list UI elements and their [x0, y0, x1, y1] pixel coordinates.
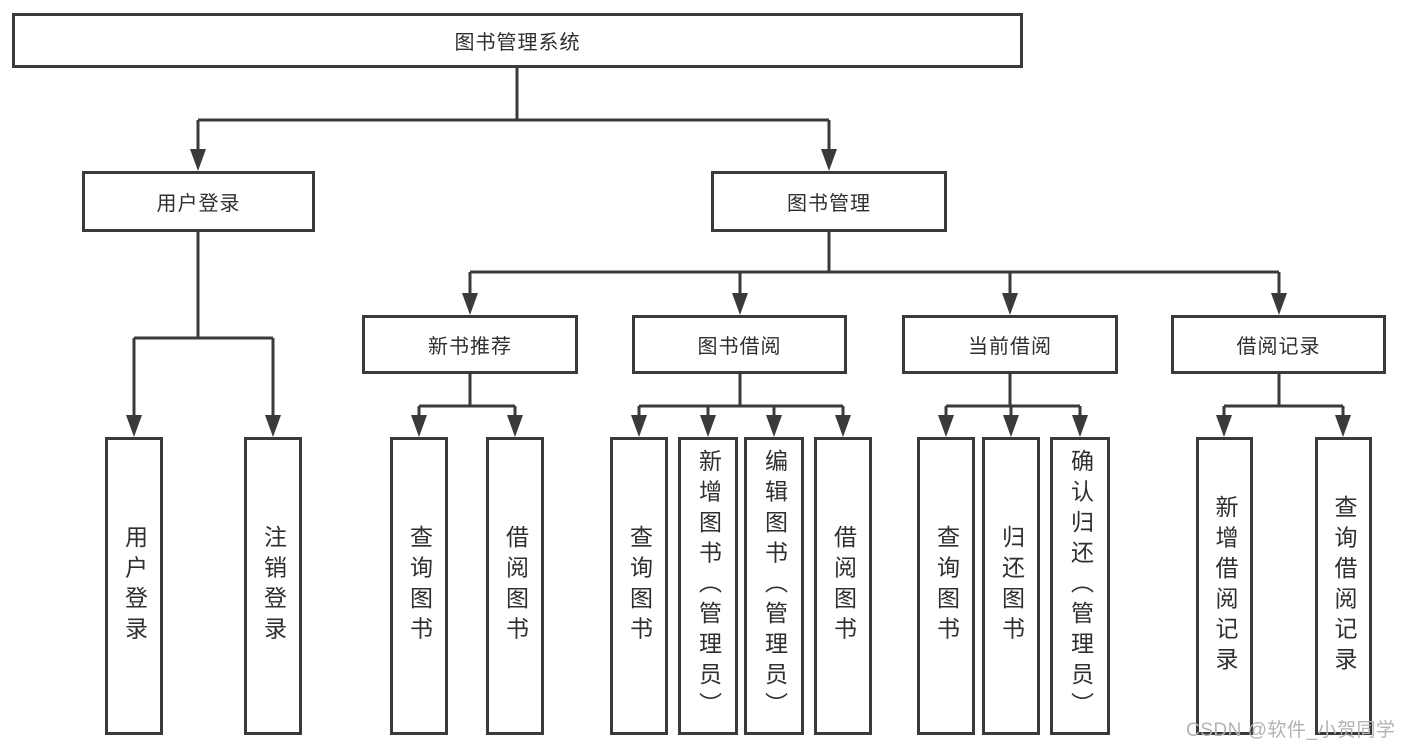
node-user-login-module: 用户登录: [82, 171, 315, 232]
leaf-borrow-books: 借阅图书: [814, 437, 872, 735]
leaf-query-books-current: 查询图书: [917, 437, 975, 735]
node-root-system: 图书管理系统: [12, 13, 1023, 68]
leaf-query-books-recommend: 查询图书: [390, 437, 448, 735]
leaf-query-books-borrow: 查询图书: [610, 437, 668, 735]
node-borrow-records: 借阅记录: [1171, 315, 1386, 374]
node-book-management-module: 图书管理: [711, 171, 947, 232]
leaf-user-login: 用户登录: [105, 437, 163, 735]
csdn-watermark: CSDN @软件_小贺同学: [1186, 720, 1396, 741]
node-book-borrow: 图书借阅: [632, 315, 847, 374]
node-current-borrow: 当前借阅: [902, 315, 1118, 374]
leaf-add-books-admin: 新增图书（管理员）: [678, 437, 738, 735]
arrowheads: [126, 149, 1351, 437]
node-new-book-recommend: 新书推荐: [362, 315, 578, 374]
leaf-add-borrow-record: 新增借阅记录: [1196, 437, 1253, 735]
leaf-edit-books-admin: 编辑图书（管理员）: [744, 437, 804, 735]
leaf-logout: 注销登录: [244, 437, 302, 735]
leaf-borrow-books-recommend: 借阅图书: [486, 437, 544, 735]
leaf-return-books: 归还图书: [982, 437, 1040, 735]
leaf-query-borrow-record: 查询借阅记录: [1315, 437, 1372, 735]
leaf-confirm-return-admin: 确认归还（管理员）: [1050, 437, 1110, 735]
